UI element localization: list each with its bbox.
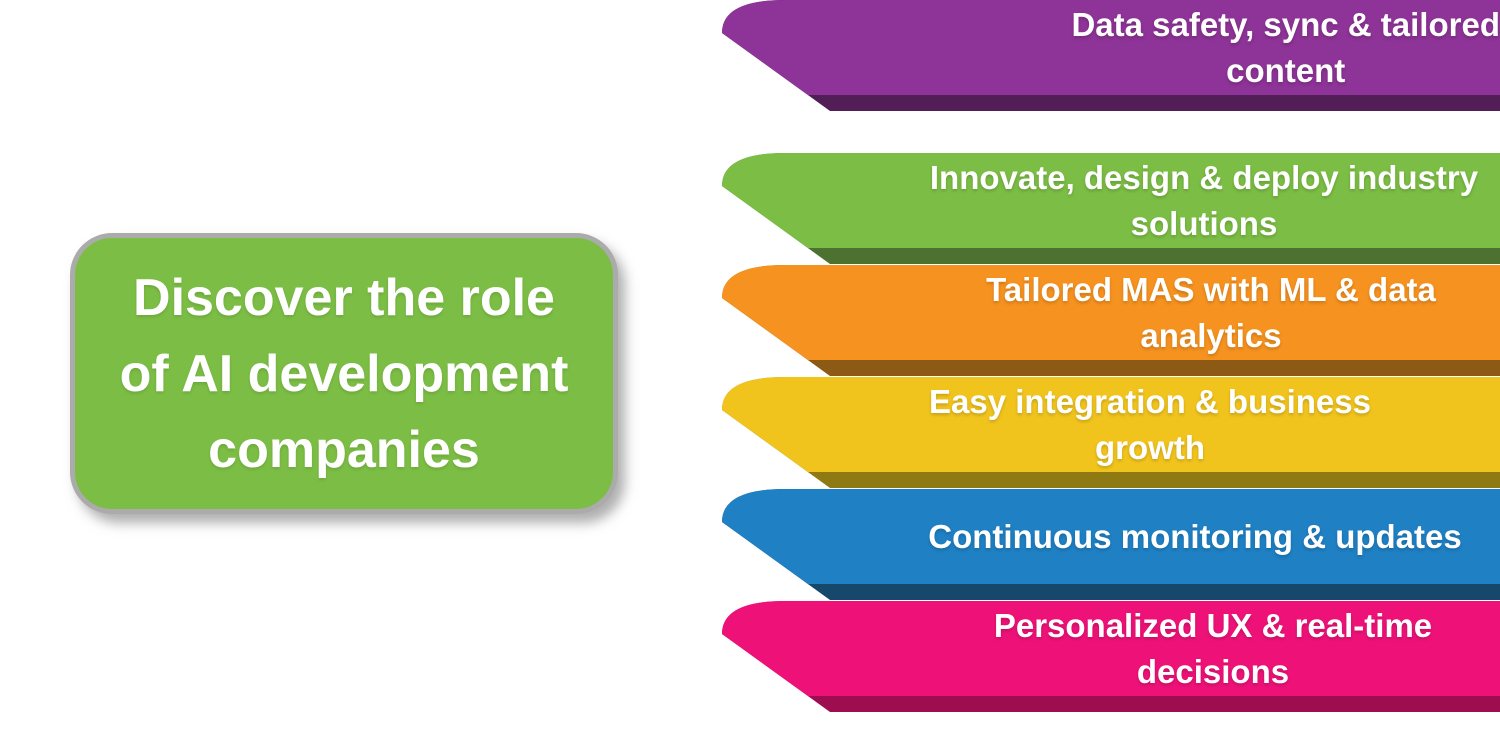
banner-text: Easy integration & business growth xyxy=(800,377,1500,472)
banner-item-5: Personalized UX & real-time decisions xyxy=(700,601,1500,713)
banner-text: Tailored MAS with ML & data analytics xyxy=(922,265,1500,360)
banner-label-line: content xyxy=(1226,51,1346,89)
banner-label-line: Data safety, sync & tailored xyxy=(1071,5,1500,43)
ribbon-shape xyxy=(722,265,1500,376)
banner-text: Continuous monitoring & updates xyxy=(890,489,1500,584)
ribbon-shape xyxy=(722,0,1500,111)
banner-item-2: Tailored MAS with ML & data analytics xyxy=(700,265,1500,377)
ribbon-shape xyxy=(722,153,1500,264)
ribbon-body xyxy=(722,377,1500,472)
banner-item-3: Easy integration & business growth xyxy=(700,377,1500,489)
banner-label-line: solutions xyxy=(1130,204,1278,242)
banner-text: Personalized UX & real-time decisions xyxy=(926,601,1500,696)
banner-item-1: Innovate, design & deploy industry solut… xyxy=(700,153,1500,265)
ribbon-body xyxy=(722,265,1500,360)
banner-item-6: Data safety, sync & tailored content xyxy=(700,0,1500,112)
banner-label-line: analytics xyxy=(1140,316,1282,354)
headline-line: companies xyxy=(208,420,480,479)
headline-box: Discover the role of AI development comp… xyxy=(70,233,618,514)
banner-label-line: Continuous monitoring & updates xyxy=(928,517,1462,555)
ribbon-body xyxy=(722,489,1500,584)
banner-label-line: Personalized UX & real-time xyxy=(993,606,1433,644)
banner-text: Data safety, sync & tailored content xyxy=(1071,0,1500,95)
banner-label-line: growth xyxy=(1095,428,1205,466)
banner-label-line: Tailored MAS with ML & data xyxy=(986,270,1436,308)
banner-label-line: decisions xyxy=(1136,652,1290,690)
ribbon-body xyxy=(722,0,1500,95)
headline-line: Discover the role xyxy=(133,268,555,327)
ribbon-shape xyxy=(722,601,1500,712)
banner-label-line: Easy integration & business xyxy=(929,382,1371,420)
ribbon-shape xyxy=(722,489,1500,600)
ribbon-body xyxy=(722,153,1500,248)
banner-item-4: Continuous monitoring & updates xyxy=(700,489,1500,601)
banner-text: Innovate, design & deploy industry solut… xyxy=(908,153,1500,248)
ribbon-shape xyxy=(722,377,1500,488)
banner-label-line: Innovate, design & deploy industry xyxy=(929,158,1479,196)
ribbon-body xyxy=(722,601,1500,696)
headline-line: of AI development xyxy=(119,344,569,403)
